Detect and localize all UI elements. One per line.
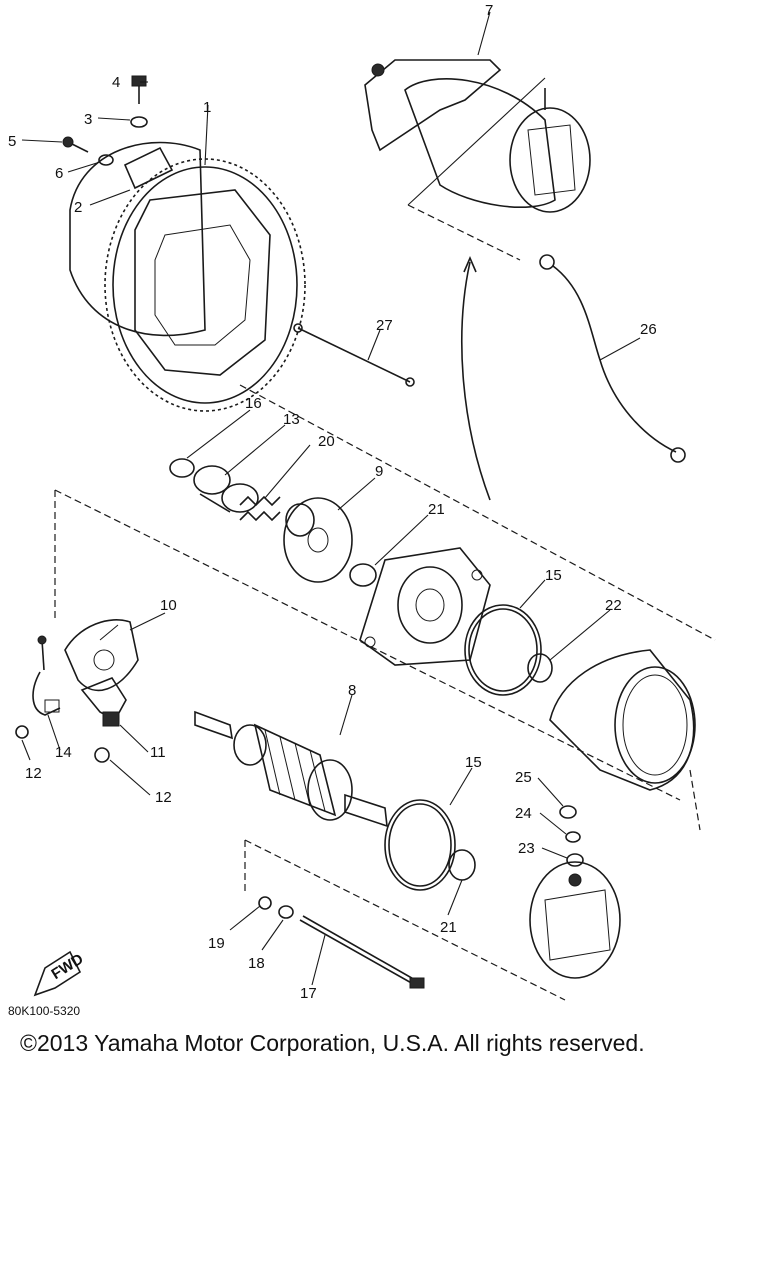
spring-20 (239, 495, 281, 522)
callout-12-right: 12 (155, 789, 172, 806)
callout-12-left: 12 (25, 765, 42, 782)
callout-5: 5 (8, 133, 16, 150)
washer-16 (169, 458, 195, 478)
nut-12-right (94, 747, 110, 763)
callout-4: 4 (112, 74, 120, 91)
o-ring-15-lower-inner (388, 803, 452, 887)
o-ring-15-lower (384, 799, 456, 891)
washer-19 (258, 896, 272, 910)
starter-motor-assembly (364, 59, 591, 213)
rear-cover (529, 861, 621, 979)
callout-3: 3 (84, 111, 92, 128)
washer-21-lower (448, 849, 476, 881)
copyright-notice: ©2013 Yamaha Motor Corporation, U.S.A. A… (20, 1030, 645, 1056)
washer-24 (565, 831, 581, 843)
callout-21-lower: 21 (440, 919, 457, 936)
washer-18 (278, 905, 294, 919)
callout-15-upper: 15 (545, 567, 562, 584)
mounting-hardware (62, 75, 148, 166)
callout-25: 25 (515, 769, 532, 786)
bushing-13 (193, 465, 259, 513)
nut-25 (559, 805, 577, 819)
callout-19: 19 (208, 935, 225, 952)
callout-18: 18 (248, 955, 265, 972)
parts-diagram: FWD 4 3 5 6 (8, 2, 716, 1002)
callout-16: 16 (245, 395, 262, 412)
brush-holder-14 (32, 635, 61, 716)
front-cover (359, 547, 491, 666)
lead-27 (293, 323, 415, 387)
nut-12-left (15, 725, 29, 739)
callout-23: 23 (518, 840, 535, 857)
lead-wire (539, 254, 686, 463)
callout-8: 8 (348, 682, 356, 699)
callout-14: 14 (55, 744, 72, 761)
callout-7: 7 (485, 2, 493, 19)
washer-23 (566, 853, 584, 867)
pinion-gear-9 (283, 497, 353, 583)
callout-13: 13 (283, 411, 300, 428)
callout-20: 20 (318, 433, 335, 450)
washer-22 (527, 653, 553, 683)
callout-24: 24 (515, 805, 532, 822)
callout-11: 11 (150, 744, 166, 761)
fwd-arrow-icon: FWD (33, 950, 87, 997)
callout-22: 22 (605, 597, 622, 614)
yoke (549, 649, 696, 791)
callouts: 4 3 5 6 2 1 7 27 26 16 13 20 9 21 15 22 … (8, 2, 657, 1002)
callout-15-lower: 15 (465, 754, 482, 771)
through-bolt-17 (299, 915, 425, 989)
callout-1: 1 (203, 99, 211, 116)
callout-27: 27 (376, 317, 393, 334)
leader-lines (21, 11, 641, 986)
diagram-code: 80K100-5320 (8, 1004, 81, 1018)
brush-11 (80, 677, 127, 727)
fwd-label: FWD (48, 950, 86, 983)
callout-9: 9 (375, 463, 383, 480)
brush-plate-10 (64, 619, 139, 692)
callout-26: 26 (640, 321, 657, 338)
callout-6: 6 (55, 165, 63, 182)
armature-8 (194, 710, 388, 828)
o-ring-15-upper (464, 604, 542, 696)
callout-17: 17 (300, 985, 317, 1002)
washer-21-upper (349, 563, 377, 587)
o-ring-15-upper-inner (468, 608, 538, 692)
callout-10: 10 (160, 597, 177, 614)
ring-gear-assembly (69, 141, 306, 412)
callout-2: 2 (74, 199, 82, 216)
callout-21-upper: 21 (428, 501, 445, 518)
